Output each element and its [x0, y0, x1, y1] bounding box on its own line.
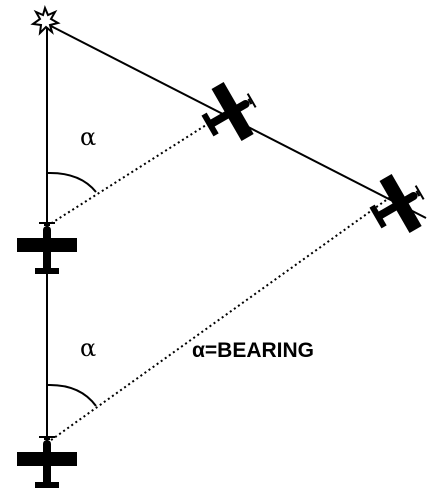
angle-arc-upper	[46, 171, 97, 193]
airplane-icon	[359, 165, 428, 245]
airplane-icon	[16, 222, 78, 275]
star-burst-icon	[30, 5, 61, 36]
alpha-label-upper: α	[80, 123, 96, 151]
alpha-label-lower: α	[80, 334, 96, 362]
bearing-line-upper	[46, 112, 226, 227]
airplane-icon	[191, 73, 268, 153]
bearing-line-lower	[46, 192, 397, 444]
angle-arc-lower	[46, 383, 97, 407]
bearing-legend: α=BEARING	[192, 339, 314, 362]
airplane-icon	[16, 436, 78, 489]
